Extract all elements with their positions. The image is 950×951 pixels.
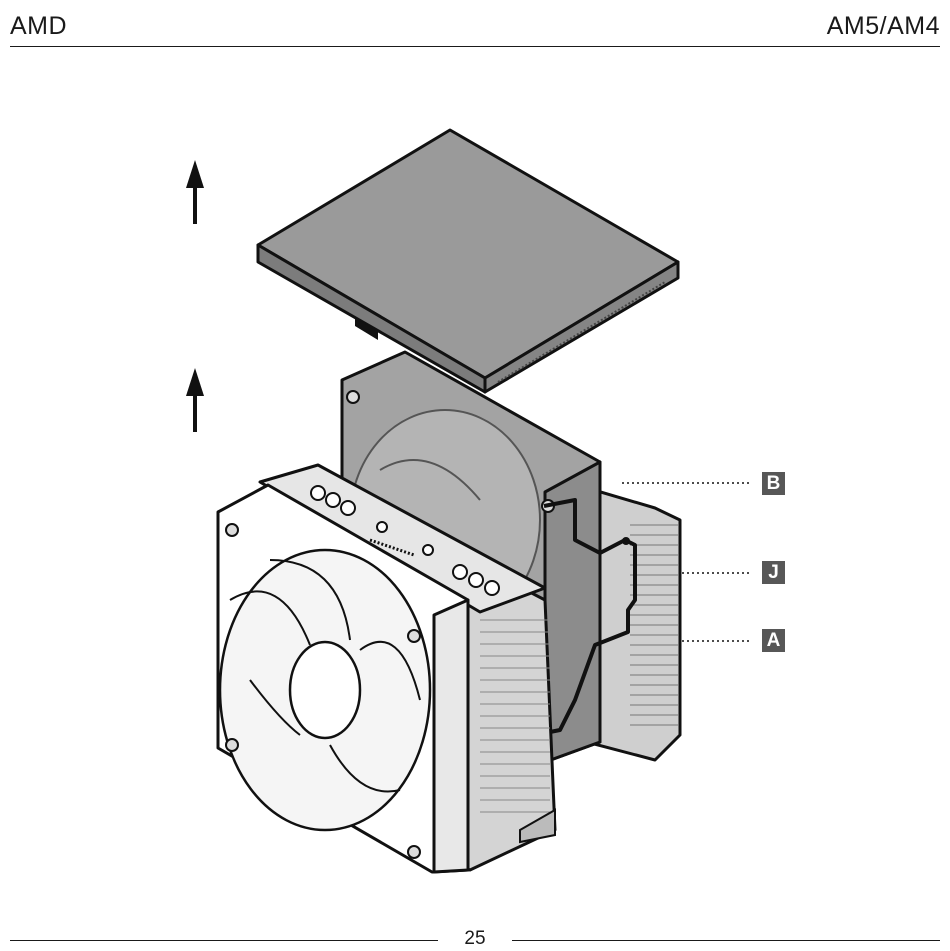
callout-j: J [762, 561, 785, 584]
up-arrow-icon [186, 160, 204, 224]
callout-a: A [762, 629, 785, 652]
up-arrow-icon [186, 368, 204, 432]
callout-b: B [762, 472, 785, 495]
footer-rule-right [512, 940, 940, 941]
top-cover [258, 130, 678, 392]
page-number: 25 [0, 929, 950, 948]
